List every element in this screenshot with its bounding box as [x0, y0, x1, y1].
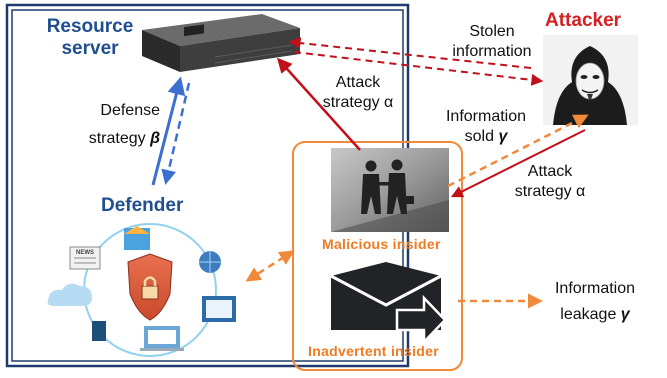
attack-strategy-right-line2: strategy α [514, 183, 586, 200]
beta-symbol: β [150, 130, 160, 147]
attacker-avatar-icon [543, 35, 638, 125]
attack-strategy-right-label: Attack strategy α [495, 162, 605, 202]
malicious-insider-photo [331, 148, 449, 232]
information-sold-arrow [447, 114, 589, 188]
gamma-symbol: γ [620, 306, 630, 323]
attack-strategy-top-label: Attack strategy α [313, 73, 403, 113]
defense-strategy-arrow [151, 76, 186, 186]
information-leakage-line1: Information [554, 280, 636, 297]
attack-strategy-top-arrow [276, 57, 361, 151]
server-icon [142, 14, 300, 72]
gamma-symbol: γ [498, 128, 508, 145]
information-leakage-text: leakage [560, 306, 621, 323]
information-sold-text: sold [464, 128, 499, 145]
resource-server-label: Resource server [40, 16, 140, 60]
defender-label: Defender [101, 195, 184, 216]
attack-strategy-top-line2: strategy α [322, 94, 394, 111]
news-label: NEWS [76, 250, 94, 256]
malicious-insider-label: Malicious insider [322, 236, 441, 252]
defense-strategy-label: Defense strategy β [80, 101, 160, 149]
attacker-label: Attacker [545, 10, 622, 31]
defense-strategy-text: strategy [88, 130, 151, 147]
information-sold-line1: Information [445, 108, 527, 125]
inadvertent-insider-label: Inadvertent insider [308, 343, 439, 359]
attack-strategy-right-line1: Attack [527, 163, 573, 180]
information-sold-line2: sold γ [436, 127, 536, 147]
stolen-information-upper-arrow [288, 37, 532, 69]
stolen-information-line1: Stolen [469, 23, 515, 40]
attack-strategy-top-line1: Attack [335, 74, 381, 91]
information-sold-label: Information sold γ [436, 107, 536, 147]
resource-server-label-line1: Resource [46, 16, 134, 37]
defense-strategy-line1: Defense [100, 102, 160, 119]
envelope-forward-icon [330, 262, 447, 346]
information-leakage-label: Information leakage γ [540, 279, 650, 325]
stolen-information-lower-arrow [293, 51, 544, 86]
defender-insider-arrow [245, 250, 295, 282]
stolen-information-label: Stolen information [437, 22, 547, 62]
defender-feedback-arrow [161, 82, 191, 185]
stolen-information-line2: information [452, 43, 532, 60]
resource-server-label-line2: server [61, 38, 119, 59]
attack-strategy-right-arrow [450, 129, 586, 198]
defense-strategy-line2: strategy β [80, 129, 160, 149]
defender-ecosystem-illustration: NEWS [47, 223, 236, 357]
information-leakage-line2: leakage γ [540, 305, 650, 325]
